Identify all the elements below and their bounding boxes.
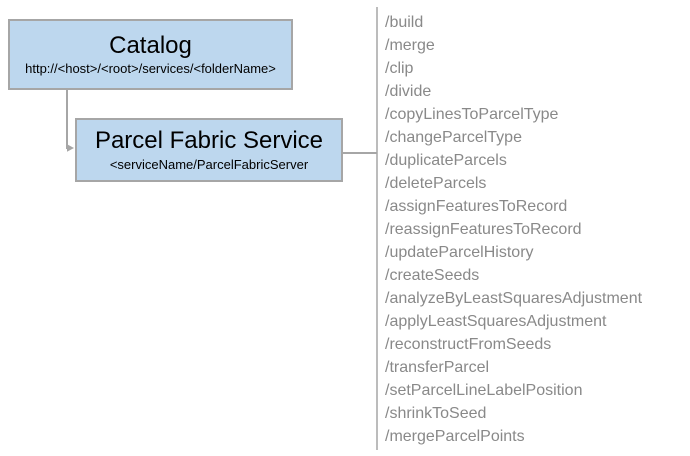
- endpoint-label: /applyLeastSquaresAdjustment: [385, 313, 607, 330]
- catalog-url: http://<host>/<root>/services/<folderNam…: [25, 61, 276, 77]
- endpoint-label: /setParcelLineLabelPosition: [385, 382, 583, 399]
- endpoint-list: /build/merge/clip/divide/copyLinesToParc…: [385, 11, 685, 448]
- endpoint-label: /deleteParcels: [385, 175, 487, 192]
- endpoint-label: /analyzeByLeastSquaresAdjustment: [385, 290, 643, 307]
- endpoint-label: /clip: [385, 60, 414, 77]
- endpoint-label: /mergeParcelPoints: [385, 428, 525, 445]
- service-title: Parcel Fabric Service: [94, 127, 324, 155]
- node-catalog: Catalog http://<host>/<root>/services/<f…: [8, 19, 293, 90]
- connector-catalog-to-service: [66, 90, 68, 149]
- connector-arrowhead: [67, 144, 74, 152]
- endpoint-label: /changeParcelType: [385, 129, 522, 146]
- endpoint-label: /reassignFeaturesToRecord: [385, 221, 582, 238]
- service-url: <serviceName/ParcelFabricServer: [109, 156, 309, 172]
- endpoint-label: /shrinkToSeed: [385, 405, 487, 422]
- endpoint-label: /reconstructFromSeeds: [385, 336, 552, 353]
- endpoint-label: /assignFeaturesToRecord: [385, 198, 568, 215]
- endpoint-label: /divide: [385, 83, 432, 100]
- endpoint-label: /duplicateParcels: [385, 152, 507, 169]
- endpoint-label: /copyLinesToParcelType: [385, 106, 559, 123]
- endpoint-label: /createSeeds: [385, 267, 480, 284]
- endpoint-label: /updateParcelHistory: [385, 244, 534, 261]
- endpoint-label: /transferParcel: [385, 359, 490, 376]
- endpoint-label: /merge: [385, 37, 435, 54]
- node-parcel-fabric-service: Parcel Fabric Service <serviceName/Parce…: [75, 118, 343, 182]
- catalog-title: Catalog: [109, 31, 192, 59]
- endpoint-label: /build: [385, 14, 424, 31]
